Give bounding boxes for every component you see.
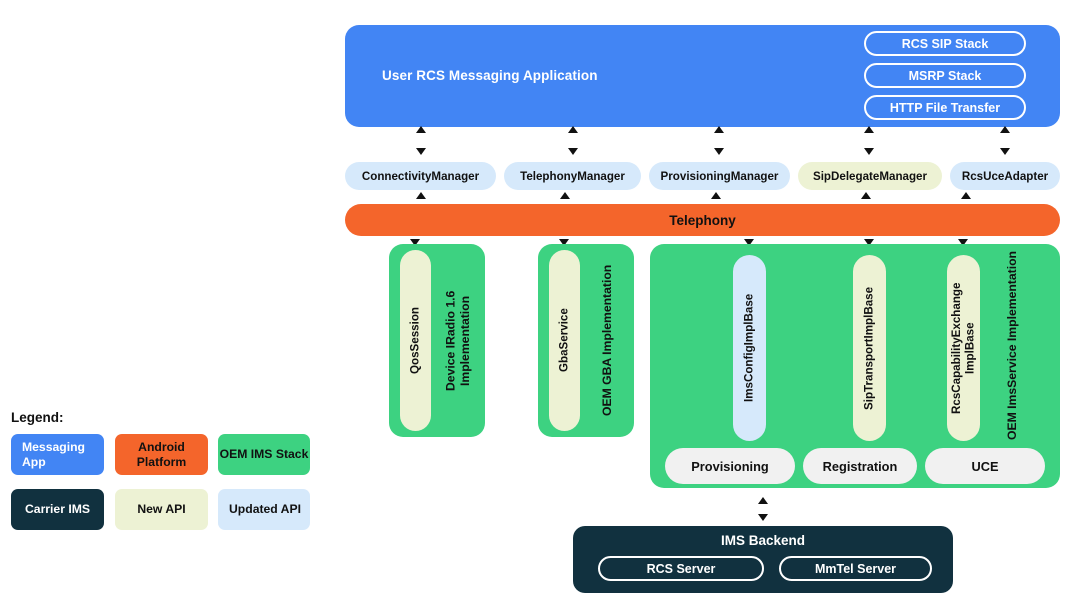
telephony-bar: Telephony — [345, 204, 1060, 236]
arrow-up-icon-telephony-4 — [861, 192, 871, 199]
arrow-up-icon-telephony-5 — [961, 192, 971, 199]
arrow-down-icon-imsconfig — [744, 239, 754, 246]
ims-backend-block — [573, 526, 953, 593]
arrow-up-icon-provisioning — [714, 126, 724, 133]
legend-item-oem-ims-stack: OEM IMS Stack — [218, 434, 310, 475]
manager-rcsuceadapter[interactable]: RcsUceAdapter — [950, 162, 1060, 190]
ims-service-registration[interactable]: Registration — [803, 448, 917, 484]
arrow-down-icon-sipdelegate — [864, 148, 874, 155]
arrow-up-icon-sipdelegate — [864, 126, 874, 133]
manager-sipdelegatemanager[interactable]: SipDelegateManager — [798, 162, 942, 190]
ims-service-provisioning[interactable]: Provisioning — [665, 448, 795, 484]
stack-pill-rcs-sip: RCS SIP Stack — [864, 31, 1026, 56]
oem-block-label-gba: OEM GBA Implementation — [599, 264, 614, 417]
arrow-down-icon-rcsuce — [1000, 148, 1010, 155]
oem-block-label-device-iradio: Device IRadio 1.6 Implementation — [443, 290, 472, 391]
stack-pill-msrp: MSRP Stack — [864, 63, 1026, 88]
backend-pill-mmtel-server: MmTel Server — [779, 556, 932, 581]
arrow-up-icon-rcsuce — [1000, 126, 1010, 133]
manager-telephonymanager[interactable]: TelephonyManager — [504, 162, 641, 190]
arrow-down-icon-gbaservice — [559, 239, 569, 246]
arrow-down-icon-connectivity — [416, 148, 426, 155]
api-pill-qossession[interactable]: QosSession — [400, 250, 431, 431]
arrow-down-icon-provisioning — [714, 148, 724, 155]
legend-item-carrier-ims: Carrier IMS — [11, 489, 104, 530]
legend-title: Legend: — [11, 410, 64, 425]
arrow-up-icon-telephony-3 — [711, 192, 721, 199]
stack-pill-http-file-transfer: HTTP File Transfer — [864, 95, 1026, 120]
legend-item-updated-api: Updated API — [218, 489, 310, 530]
arrow-down-icon-siptransport — [864, 239, 874, 246]
backend-pill-rcs-server: RCS Server — [598, 556, 764, 581]
messaging-app-block — [345, 25, 1060, 127]
arrow-up-icon-telephony-1 — [416, 192, 426, 199]
manager-provisioningmanager[interactable]: ProvisioningManager — [649, 162, 790, 190]
ims-service-uce[interactable]: UCE — [925, 448, 1045, 484]
arrow-down-icon-ims-backend — [758, 514, 768, 521]
api-pill-siptransportimplbase[interactable]: SipTransportImplBase — [853, 255, 886, 441]
api-pill-gbaservice[interactable]: GbaService — [549, 250, 580, 431]
legend-item-android-platform: Android Platform — [115, 434, 208, 475]
api-pill-rcscapabilityexchangeimplbase[interactable]: RcsCapabilityExchange ImplBase — [947, 255, 980, 441]
arrow-down-icon-telephonymgr — [568, 148, 578, 155]
messaging-app-title: User RCS Messaging Application — [382, 68, 598, 83]
api-pill-imsconfigimplbase[interactable]: ImsConfigImplBase — [733, 255, 766, 441]
ims-backend-title: IMS Backend — [720, 533, 806, 548]
arrow-down-icon-qossession — [410, 239, 420, 246]
arrow-up-icon-connectivity — [416, 126, 426, 133]
legend-item-new-api: New API — [115, 489, 208, 530]
oem-block-label-imsservice: OEM ImsService Implementation — [1004, 251, 1019, 441]
manager-connectivitymanager[interactable]: ConnectivityManager — [345, 162, 496, 190]
arrow-up-icon-ims-backend — [758, 497, 768, 504]
arrow-up-icon-telephonymgr — [568, 126, 578, 133]
arrow-down-icon-rcscapability — [958, 239, 968, 246]
arrow-up-icon-telephony-2 — [560, 192, 570, 199]
legend-item-messaging-app: Messaging App — [11, 434, 104, 475]
